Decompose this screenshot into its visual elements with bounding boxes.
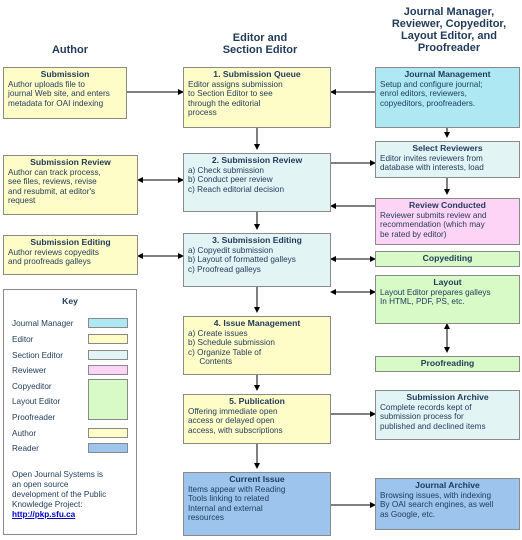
layout-box: Layout Layout Editor prepares galleys In… bbox=[375, 275, 520, 324]
author-submission-editing-box: Submission Editing Author reviews copyed… bbox=[3, 235, 138, 275]
key-label-journal-manager: Journal Manager bbox=[12, 319, 74, 328]
author-submission-box: Submission Author uploads file to journa… bbox=[3, 67, 127, 119]
key-label-reader: Reader bbox=[12, 444, 39, 453]
proofreading-box: Proofreading bbox=[375, 356, 520, 372]
key-swatch-editor bbox=[88, 334, 128, 344]
key-note: Open Journal Systems is an open source d… bbox=[12, 470, 107, 519]
key-swatch-reviewer bbox=[88, 365, 128, 375]
current-issue-box: Current Issue Items appear with Reading … bbox=[183, 472, 331, 536]
journal-manager-column-header: Journal Manager, Reviewer, Copyeditor, L… bbox=[391, 6, 507, 54]
key-title: Key bbox=[62, 296, 78, 306]
key-swatch-author bbox=[88, 428, 128, 438]
editor-column-header: Editor and Section Editor bbox=[222, 32, 298, 56]
key-label-copyeditor: Copyeditor bbox=[12, 382, 52, 391]
key-swatch-section-editor bbox=[88, 350, 128, 360]
submission-queue-box: 1. Submission Queue Editor assigns submi… bbox=[183, 67, 331, 128]
author-column-header: Author bbox=[51, 44, 89, 56]
submission-editing-box: 3. Submission Editing a) Copyedit submis… bbox=[183, 233, 331, 287]
select-reviewers-box: Select Reviewers Editor invites reviewer… bbox=[375, 141, 520, 178]
issue-management-box: 4. Issue Management a) Create issues b) … bbox=[183, 316, 331, 375]
copyediting-box: Copyediting bbox=[375, 251, 520, 267]
key-swatch-reader bbox=[88, 443, 128, 453]
journal-management-box: Journal Management Setup and configure j… bbox=[375, 67, 520, 128]
submission-archive-box: Submission Archive Complete records kept… bbox=[375, 390, 520, 440]
review-conducted-box: Review Conducted Reviewer submits review… bbox=[375, 198, 520, 245]
key-label-reviewer: Reviewer bbox=[12, 366, 47, 375]
submission-review-box: 2. Submission Review a) Check submission… bbox=[183, 153, 331, 212]
key-label-layout-editor: Layout Editor bbox=[12, 397, 61, 406]
key-label-editor: Editor bbox=[12, 335, 34, 344]
key-swatch-copyeditor-layout-proofreader bbox=[88, 379, 128, 420]
author-submission-review-box: Submission Review Author can track proce… bbox=[3, 155, 138, 215]
key-label-proofreader: Proofreader bbox=[12, 413, 56, 422]
key-legend: Key Journal Manager Editor Section Edito… bbox=[3, 289, 137, 535]
pkp-link[interactable]: http://pkp.sfu.ca bbox=[12, 510, 76, 519]
key-swatch-journal-manager bbox=[88, 318, 128, 328]
key-label-author: Author bbox=[12, 429, 37, 438]
key-label-section-editor: Section Editor bbox=[12, 351, 63, 360]
publication-box: 5. Publication Offering immediate open a… bbox=[183, 394, 331, 444]
journal-archive-box: Journal Archive Browsing issues, with in… bbox=[375, 478, 520, 530]
